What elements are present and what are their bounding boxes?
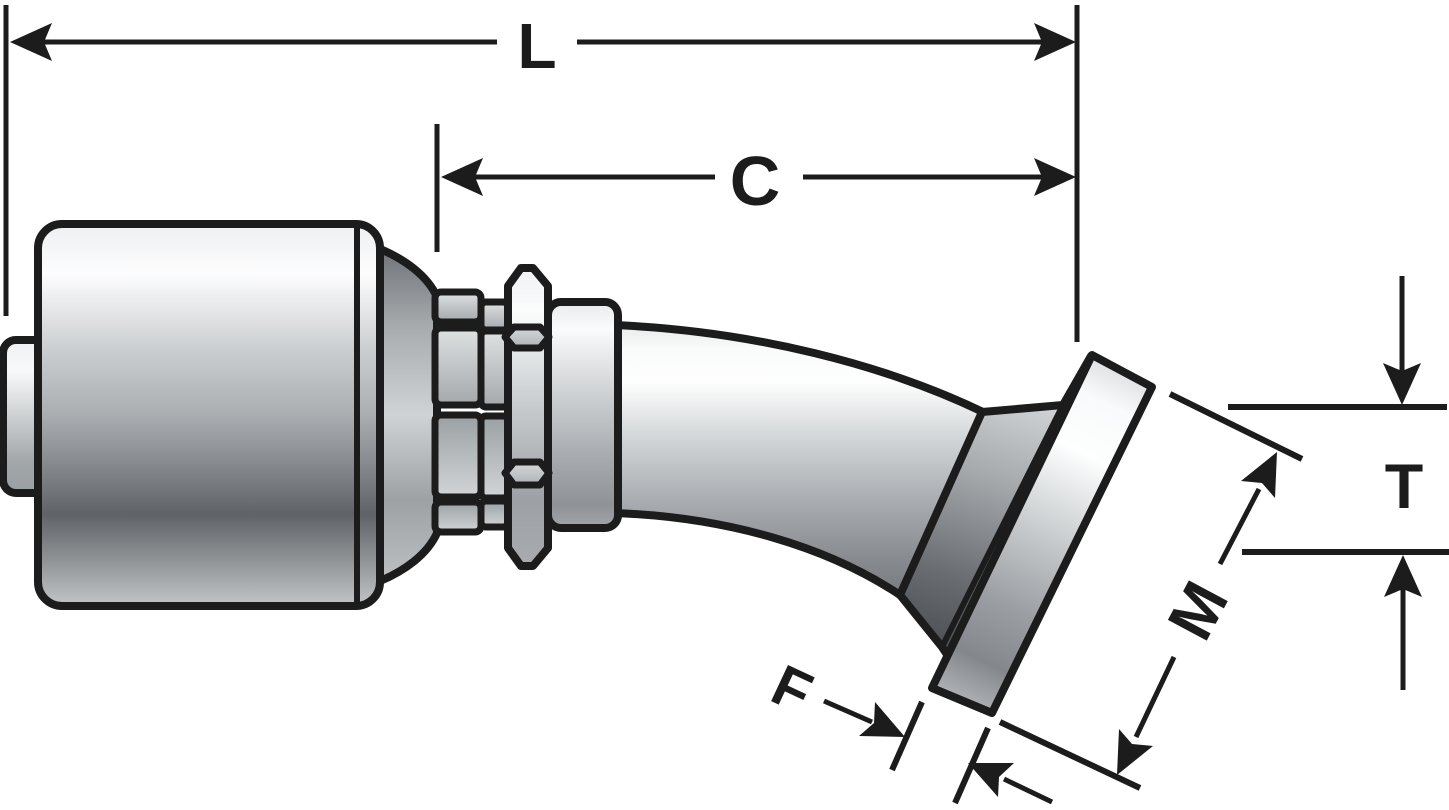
socket-cylinder bbox=[544, 298, 622, 532]
spacer-ring-outer bbox=[431, 288, 485, 536]
dimension-label-l: L bbox=[517, 10, 556, 82]
hex-nut-edge-upper bbox=[501, 323, 553, 352]
arrowhead-f-right bbox=[968, 763, 1014, 797]
dimension-lines bbox=[3, 5, 1449, 805]
flange-face bbox=[928, 351, 1156, 717]
dim-m-extension-lower bbox=[998, 719, 1142, 791]
ring-flat bbox=[477, 298, 512, 334]
arrowhead-t-down bbox=[1383, 363, 1421, 405]
arrowhead-c-right bbox=[1034, 158, 1076, 196]
arrowhead-t-up bbox=[1384, 555, 1422, 597]
hex-nut bbox=[504, 264, 552, 570]
ring-flat bbox=[477, 327, 512, 411]
dim-f-tick-left bbox=[889, 700, 925, 772]
dimension-label-m: M bbox=[1154, 570, 1243, 651]
arrowhead-c-left bbox=[441, 158, 483, 196]
dim-f-shaft-left bbox=[822, 698, 874, 725]
dim-f-shaft-right bbox=[1002, 776, 1054, 805]
ring-flat bbox=[431, 411, 485, 501]
dim-m-shaft-upper bbox=[1217, 487, 1262, 566]
arrowhead-l-right bbox=[1034, 23, 1076, 61]
ring-flat bbox=[477, 412, 512, 502]
dimension-label-f: F bbox=[762, 652, 822, 726]
dimension-label-c: C bbox=[730, 142, 781, 220]
ring-flat bbox=[431, 324, 485, 409]
spacer-ring-inner bbox=[477, 298, 512, 531]
arrowhead-m-upper bbox=[1241, 452, 1277, 498]
arrowhead-f-left bbox=[859, 702, 905, 737]
ring-flat bbox=[431, 498, 485, 536]
arrowhead-m-lower bbox=[1117, 729, 1153, 775]
flange-head-edge-line bbox=[939, 403, 1066, 649]
arrowhead-l-left bbox=[10, 23, 52, 61]
dim-m-extension-upper bbox=[1168, 391, 1304, 462]
hex-nut-edge-lower bbox=[501, 458, 553, 489]
dimension-arrowheads bbox=[10, 23, 1422, 797]
ring-flat bbox=[431, 288, 485, 326]
dim-m-shaft-lower bbox=[1133, 655, 1177, 739]
dimension-label-t: T bbox=[1385, 452, 1423, 522]
ring-flat bbox=[477, 497, 512, 531]
crimp-shell bbox=[34, 220, 384, 610]
coupling-body bbox=[0, 220, 1156, 717]
